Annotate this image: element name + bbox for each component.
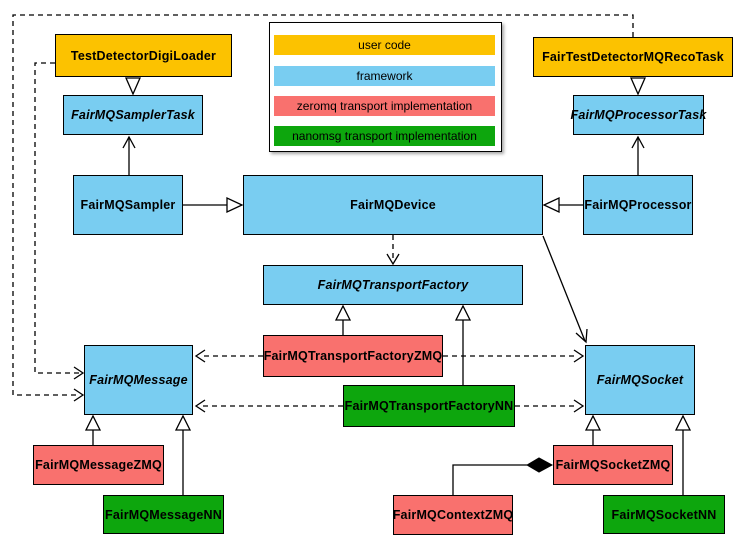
edge-inherit-factorynn-factory [454,304,472,385]
edge-inherit-messagenn-message [174,414,192,495]
legend-label: user code [358,38,411,52]
node-testdetectordigiloader: TestDetectorDigiLoader [55,34,232,77]
edge-inherit-socketzmq-socket [584,414,602,445]
node-fairmqmessagenn: FairMQMessageNN [103,495,224,534]
legend-label: nanomsg transport implementation [292,129,477,143]
edge-assoc-device-socket [542,235,588,344]
edge-inherit-processor-device [542,196,583,214]
node-fairmqtransportfactory: FairMQTransportFactory [263,265,523,305]
legend-label: zeromq transport implementation [296,99,473,113]
node-fairtestdetectormqrecotask: FairTestDetectorMQRecoTask [533,37,733,77]
node-fairmqsamplertask: FairMQSamplerTask [63,95,203,135]
legend-box: user code framework zeromq transport imp… [269,22,502,152]
node-fairmqsampler: FairMQSampler [73,175,183,235]
edge-dep-factorynn-socket [515,399,585,413]
node-fairmqtransportfactorynn: FairMQTransportFactoryNN [343,385,515,427]
edge-inherit-messagezmq-message [84,414,102,445]
legend-item-zeromq: zeromq transport implementation [274,96,495,116]
edge-inherit-recotask-processortask [630,77,646,96]
node-fairmqcontextzmq: FairMQContextZMQ [393,495,513,535]
node-fairmqdevice: FairMQDevice [243,175,543,235]
edge-dep-factorynn-message [194,399,343,413]
edge-inherit-factoryzmq-factory [334,304,352,335]
node-fairmqsocketnn: FairMQSocketNN [603,495,725,534]
edge-inherit-digiloader-samplertask [125,77,141,96]
node-fairmqprocessortask: FairMQProcessorTask [570,95,706,135]
node-fairmqmessagezmq: FairMQMessageZMQ [33,445,164,485]
node-fairmqmessage: FairMQMessage [84,345,193,415]
edge-inherit-socketnn-socket [674,414,692,495]
edge-inherit-sampler-device [183,196,244,214]
node-fairmqtransportfactoryzmq: FairMQTransportFactoryZMQ [263,335,443,377]
edge-processor-processortask [631,135,645,175]
legend-label: framework [356,69,413,83]
legend-item-user-code: user code [274,35,495,55]
legend-item-framework: framework [274,66,495,86]
node-fairmqprocessor: FairMQProcessor [583,175,693,235]
edge-dep-factoryzmq-message [194,349,263,363]
edge-sampler-samplertask [122,135,136,175]
edge-dep-device-transportfactory [386,235,400,266]
node-fairmqsocketzmq: FairMQSocketZMQ [553,445,673,485]
node-fairmqsocket: FairMQSocket [585,345,695,415]
edge-comp-contextzmq-socketzmq [452,457,554,495]
legend-item-nanomsg: nanomsg transport implementation [274,126,495,146]
edge-dep-factoryzmq-socket [443,349,585,363]
